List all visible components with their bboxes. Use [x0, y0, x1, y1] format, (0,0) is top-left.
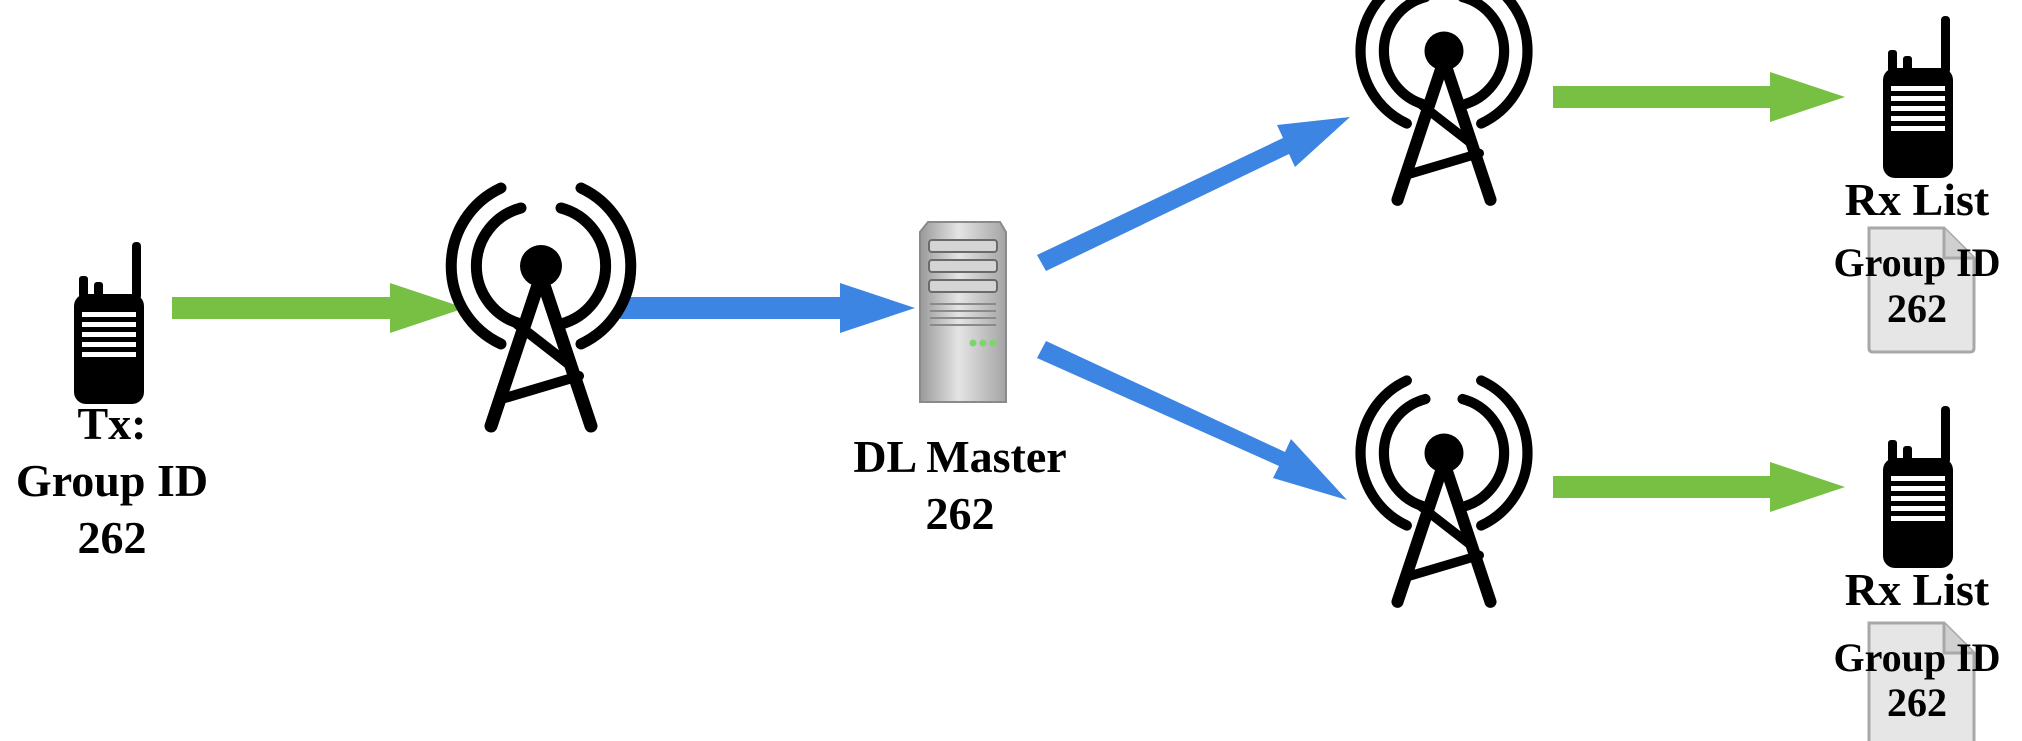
- radio-tower-icon: [1361, 380, 1528, 601]
- master-label-line1: DL Master: [853, 431, 1067, 482]
- link-master-to-lower-site: [1037, 341, 1347, 500]
- tx-label-line1: Tx:: [77, 398, 147, 449]
- rx-group-value: 262: [1887, 286, 1947, 331]
- tx-label-line3: 262: [77, 512, 147, 563]
- link-upper-site-to-rx: [1553, 72, 1845, 122]
- rx-group-label: Group ID: [1833, 240, 2001, 285]
- rx-group-label: Group ID: [1833, 635, 2001, 680]
- server-icon: [919, 221, 1007, 403]
- walkie-talkie-icon: [1883, 16, 1953, 178]
- master-label-line2: 262: [925, 488, 995, 539]
- walkie-talkie-icon: [74, 242, 144, 404]
- radio-tower-icon: [1361, 0, 1528, 200]
- link-lower-site-to-rx: [1553, 462, 1845, 512]
- rx-list-title: Rx List: [1844, 564, 1990, 615]
- link-site-to-master: [620, 283, 915, 333]
- link-tx-to-site: [172, 283, 465, 333]
- link-master-to-upper-site: [1037, 117, 1350, 271]
- rx-group-value: 262: [1887, 680, 1947, 725]
- walkie-talkie-icon: [1883, 406, 1953, 568]
- radio-tower-icon: [451, 188, 631, 426]
- tx-label-line2: Group ID: [15, 455, 209, 506]
- rx-list-title: Rx List: [1844, 174, 1990, 225]
